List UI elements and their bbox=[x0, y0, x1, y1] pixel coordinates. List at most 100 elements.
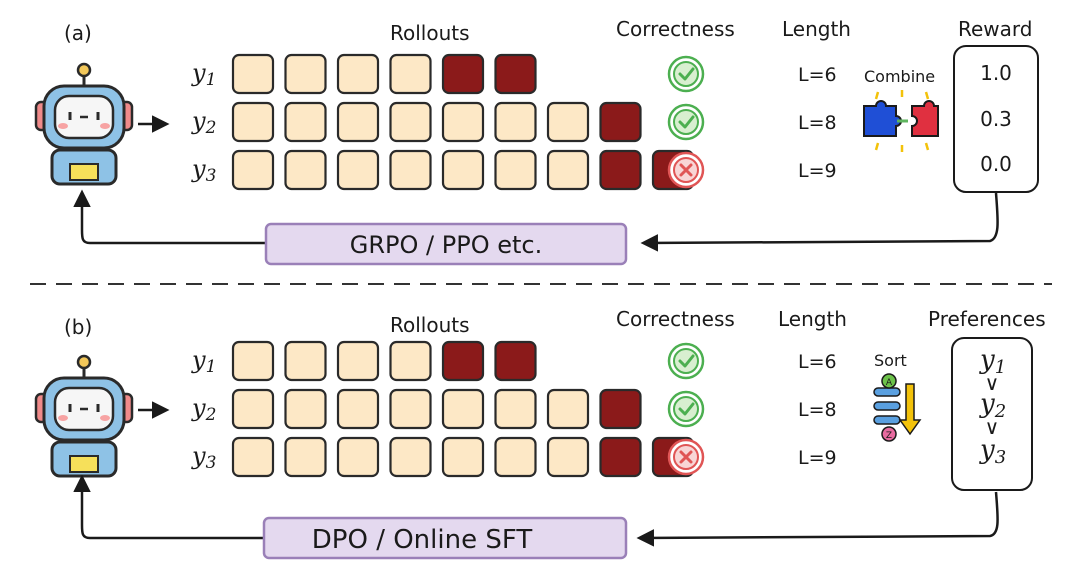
token-cell bbox=[231, 149, 275, 191]
sort-icon: A Z bbox=[873, 373, 922, 442]
token-cell bbox=[284, 388, 327, 430]
reward-feedback-arrow bbox=[640, 192, 999, 252]
rollout-row: y3 L=9 bbox=[191, 149, 837, 191]
token-cell bbox=[336, 388, 380, 430]
token-cell bbox=[336, 101, 380, 143]
panel-a-correctness-title: Correctness bbox=[616, 17, 735, 41]
token-cell bbox=[336, 340, 380, 382]
token-cell bbox=[231, 388, 275, 430]
panel-b: (b) Rollouts Correctness Length Preferen… bbox=[34, 307, 1046, 560]
token-cell-end bbox=[494, 340, 537, 382]
rollout-label: y3 bbox=[191, 442, 216, 473]
token-cell bbox=[546, 436, 590, 478]
rollout-label-sub: 1 bbox=[206, 70, 217, 90]
token-cell bbox=[336, 436, 380, 478]
rollout-label-sub: 2 bbox=[205, 118, 217, 138]
check-icon bbox=[667, 390, 705, 428]
rollout-label: y2 bbox=[191, 107, 216, 138]
token-cell bbox=[336, 149, 380, 191]
token-cell bbox=[389, 149, 432, 191]
cross-icon bbox=[667, 151, 705, 189]
rollout-label: y1 bbox=[191, 346, 216, 377]
rollout-label-sub: 2 bbox=[205, 405, 217, 425]
panel-b-rollouts-title: Rollouts bbox=[390, 313, 470, 337]
token-cell bbox=[336, 53, 380, 95]
panel-a-result-title: Reward bbox=[958, 17, 1032, 41]
rollout-row: y1 L=6 bbox=[191, 53, 837, 95]
token-cell bbox=[284, 101, 327, 143]
panel-b-correctness-title: Correctness bbox=[616, 307, 735, 331]
token-cell bbox=[441, 101, 485, 143]
token-cell bbox=[546, 149, 590, 191]
panel-a-rollouts-title: Rollouts bbox=[390, 21, 470, 45]
reward-value: 0.0 bbox=[980, 152, 1012, 176]
token-cell bbox=[494, 101, 537, 143]
rollout-length: L=9 bbox=[798, 160, 837, 182]
rollout-row: y3 L=9 bbox=[191, 436, 837, 478]
token-cell bbox=[441, 149, 485, 191]
panel-b-label: (b) bbox=[64, 315, 92, 339]
check-icon bbox=[667, 342, 705, 380]
token-cell bbox=[389, 53, 432, 95]
svg-text:Z: Z bbox=[886, 431, 892, 441]
algorithm-label: GRPO / PPO etc. bbox=[350, 231, 542, 259]
reward-box bbox=[953, 45, 1039, 193]
preference-feedback-arrow bbox=[636, 491, 999, 547]
token-cell-end bbox=[599, 101, 642, 143]
preference-separator: ∨ bbox=[985, 415, 1000, 439]
preferences-box bbox=[951, 337, 1033, 491]
rollout-label-sub: 3 bbox=[206, 166, 217, 186]
token-cell bbox=[389, 340, 432, 382]
token-cell-end bbox=[441, 340, 485, 382]
token-cell bbox=[494, 149, 537, 191]
token-cell bbox=[494, 388, 537, 430]
token-cell bbox=[546, 388, 590, 430]
rollout-label: y1 bbox=[191, 59, 216, 90]
algorithm-box bbox=[262, 516, 628, 560]
token-cell-end bbox=[441, 53, 485, 95]
robot-icon bbox=[34, 62, 134, 186]
panel-b-length-title: Length bbox=[778, 307, 847, 331]
sort-label: Sort bbox=[874, 351, 907, 370]
token-cell bbox=[389, 101, 432, 143]
token-cell-end bbox=[599, 388, 642, 430]
puzzle-icon bbox=[863, 90, 939, 152]
panel-a: (a) Rollouts Correctness Length Reward y… bbox=[34, 17, 1039, 266]
token-cell bbox=[441, 388, 485, 430]
token-cell bbox=[494, 436, 537, 478]
reward-value: 1.0 bbox=[980, 61, 1012, 85]
token-cell bbox=[284, 149, 327, 191]
rollout-length: L=6 bbox=[798, 351, 837, 373]
token-cell bbox=[231, 340, 275, 382]
preference-list: y1∨y2∨y3 bbox=[979, 345, 1006, 468]
rollout-row: y2 L=8 bbox=[191, 101, 837, 143]
reward-value: 0.3 bbox=[980, 107, 1012, 131]
rollout-label-sub: 3 bbox=[206, 453, 217, 473]
update-arrow bbox=[73, 189, 266, 245]
panel-a-length-title: Length bbox=[782, 17, 851, 41]
token-cell bbox=[284, 340, 327, 382]
token-cell bbox=[231, 53, 275, 95]
algorithm-label: DPO / Online SFT bbox=[312, 525, 533, 555]
combine-label: Combine bbox=[864, 67, 935, 86]
token-cell-end bbox=[599, 149, 642, 191]
rollout-length: L=9 bbox=[798, 447, 837, 469]
rollout-length: L=6 bbox=[798, 64, 837, 86]
token-cell bbox=[441, 436, 485, 478]
token-cell bbox=[231, 101, 275, 143]
token-cell bbox=[284, 53, 327, 95]
check-icon bbox=[667, 55, 705, 93]
algorithm-box bbox=[264, 222, 628, 266]
panel-a-label: (a) bbox=[64, 21, 92, 45]
rollout-label: y3 bbox=[191, 155, 216, 186]
rollout-length: L=8 bbox=[798, 112, 837, 134]
robot-icon bbox=[34, 354, 134, 478]
token-cell bbox=[389, 436, 432, 478]
token-cell bbox=[546, 101, 590, 143]
rollout-length: L=8 bbox=[798, 399, 837, 421]
cross-icon bbox=[667, 438, 705, 476]
rollout-row: y1 L=6 bbox=[191, 340, 837, 382]
token-cell bbox=[284, 436, 327, 478]
